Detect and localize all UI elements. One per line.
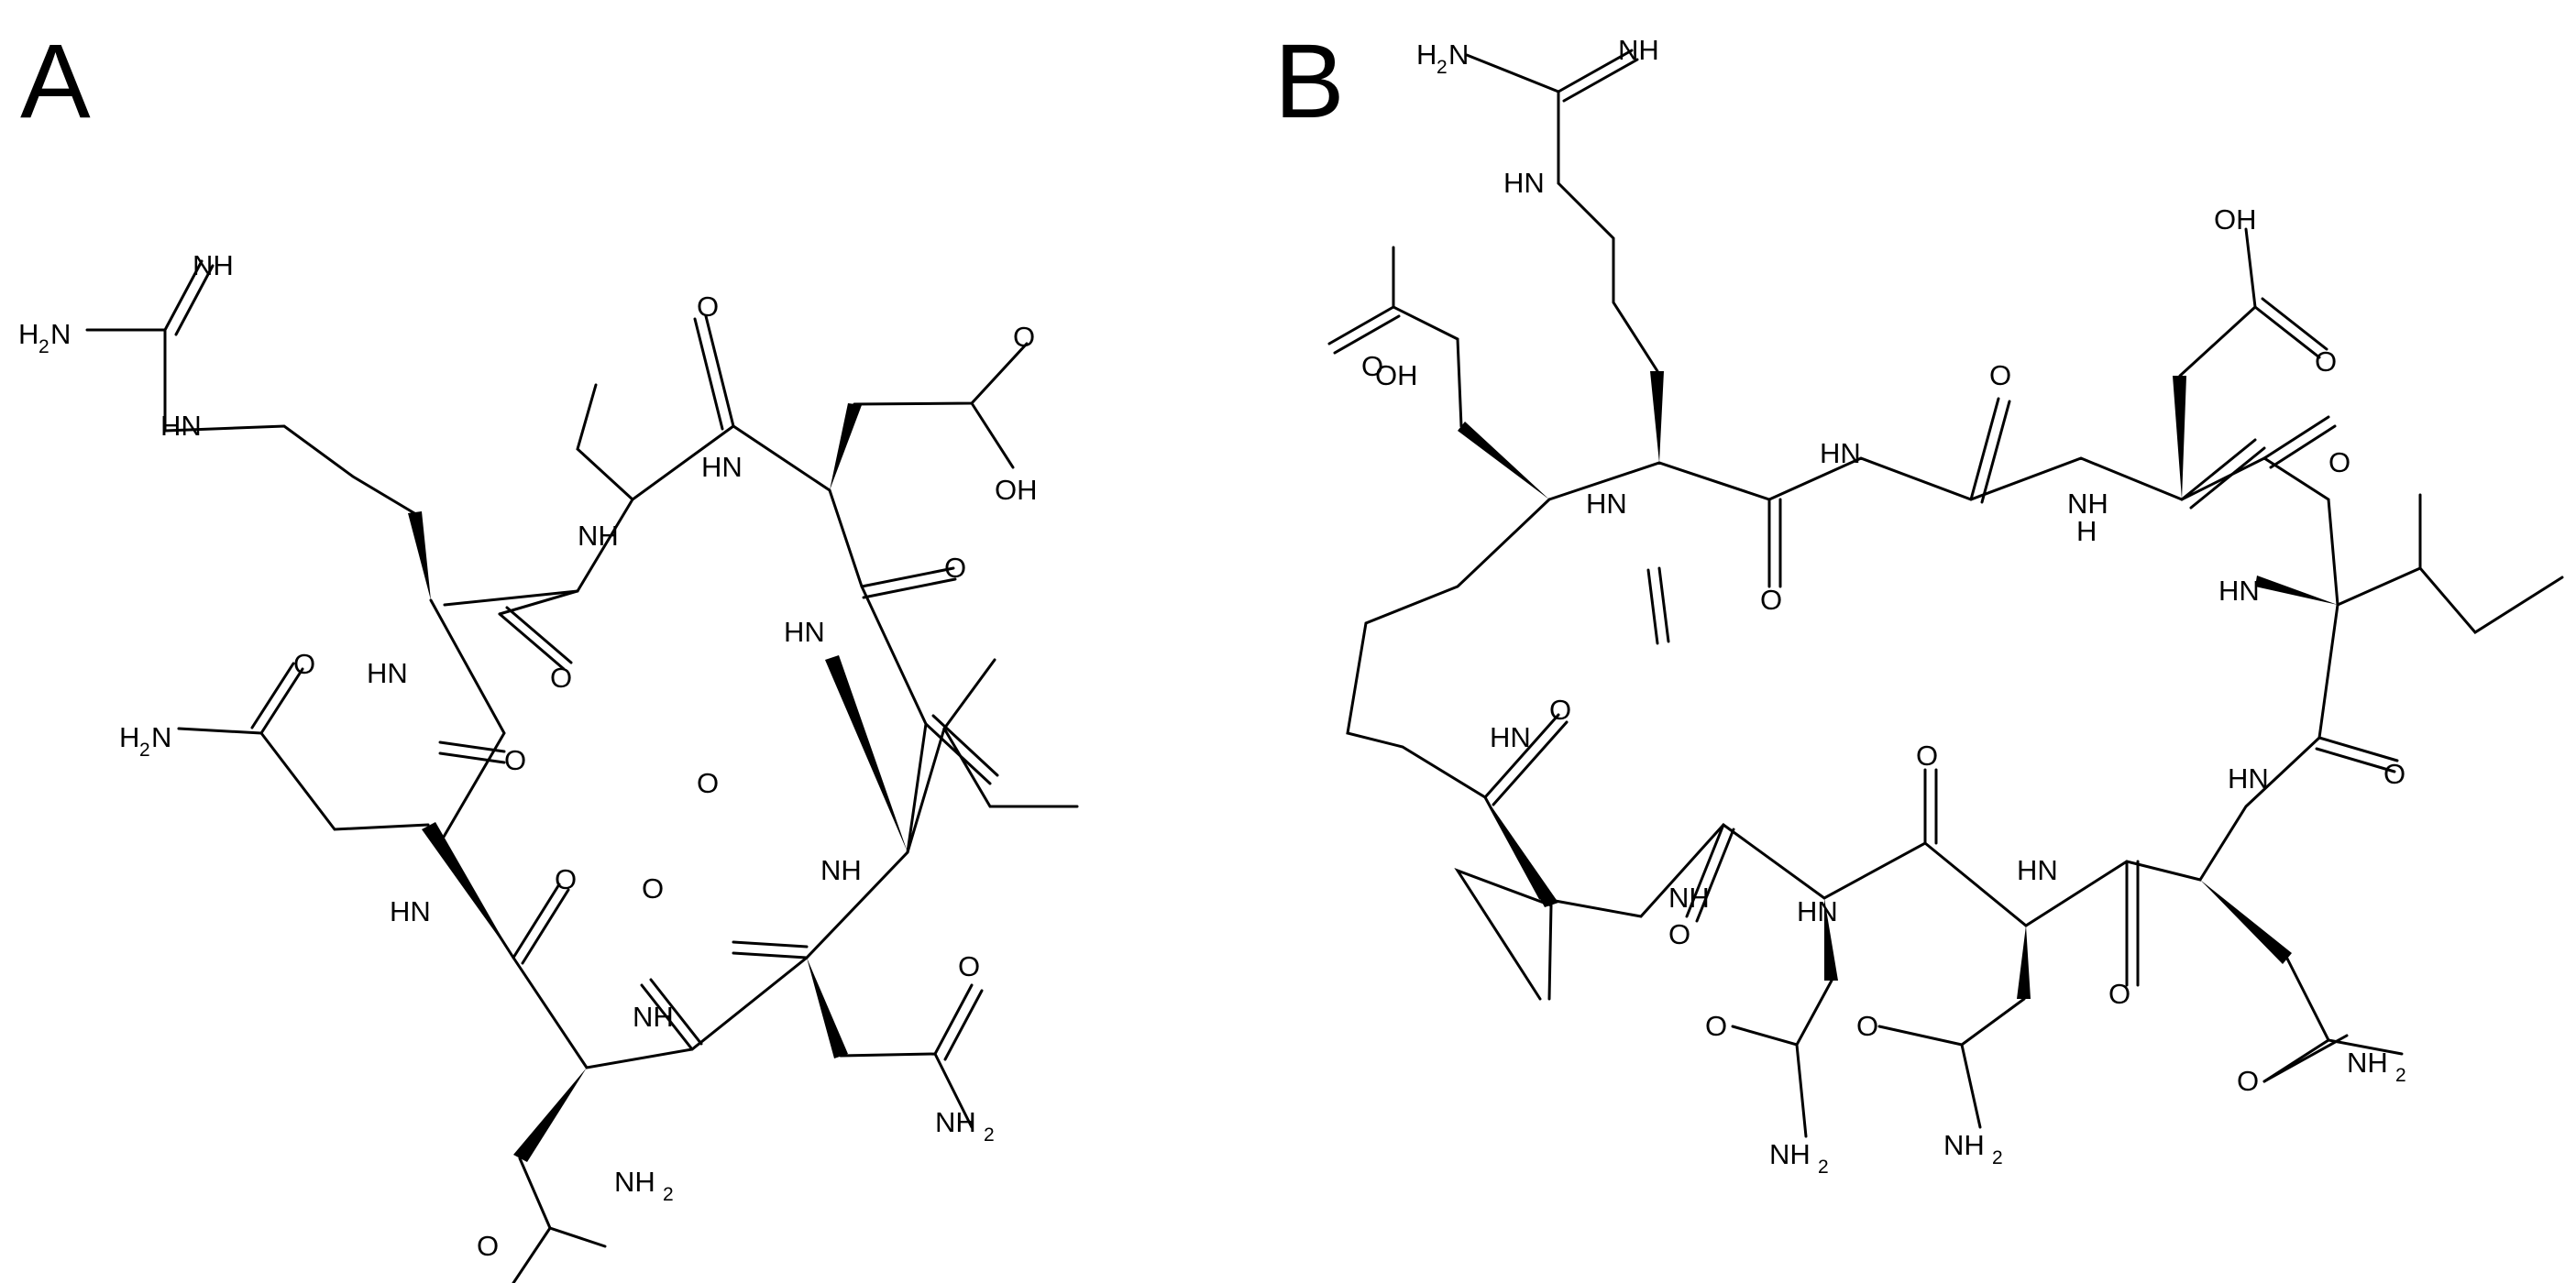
- panel-b: B: [1274, 23, 2564, 1178]
- a-guan-hn: HN: [160, 410, 202, 442]
- svg-text:2: 2: [1992, 1147, 2003, 1168]
- panel-a-label: A: [20, 23, 91, 140]
- a-asn2-o: O: [477, 1230, 499, 1262]
- a-asn2-nh2: NH: [614, 1166, 655, 1198]
- panel-a-carbonyls: [438, 314, 999, 1051]
- svg-text:2: 2: [984, 1124, 995, 1146]
- b-arg-co: O: [1760, 584, 1782, 616]
- b-asn2-nh2: NH: [1943, 1129, 1985, 1161]
- a-asn1-hn: HN: [390, 895, 431, 927]
- a-asp-hn: HN: [701, 451, 743, 483]
- svg-text:2: 2: [139, 740, 150, 761]
- panel-a-sidechains: [85, 259, 1079, 1283]
- a-imine-nh: NH: [193, 249, 234, 281]
- b-asn3-nh2: NH: [2347, 1047, 2388, 1079]
- svg-text:2: 2: [39, 336, 50, 357]
- b-asn1-o: O: [1705, 1010, 1727, 1042]
- b-asn1-hn: HN: [1797, 895, 1838, 927]
- svg-text:N: N: [151, 721, 171, 753]
- a-guan-h2n: H: [18, 318, 39, 350]
- a-asp-oh: OH: [995, 474, 1038, 506]
- b-asp-oh: OH: [2214, 203, 2257, 236]
- a-asn1-co: O: [504, 744, 526, 776]
- b-asn1-nh2: NH: [1769, 1138, 1811, 1170]
- b-asn2-co: O: [1916, 740, 1938, 772]
- b-ile-co: O: [2383, 758, 2405, 790]
- a-gly-o: O: [697, 291, 719, 323]
- b-asn2-o: O: [1856, 1010, 1878, 1042]
- a-asn3-nh2: NH: [935, 1106, 976, 1138]
- svg-text:N: N: [50, 318, 71, 350]
- panel-b-carbonyls: [1483, 397, 2399, 987]
- b-asn3-o: O: [2237, 1065, 2259, 1097]
- panel-a-atoms: NH H 2 N HN NH O HN O OH O HN O O HN O O…: [18, 249, 1038, 1262]
- b-asp-h: H: [2076, 515, 2097, 547]
- a-asn1-o: O: [293, 648, 315, 680]
- b-imine-nh: NH: [1618, 34, 1659, 66]
- a-arg-hn: HN: [367, 657, 408, 689]
- b-glu-o: O: [1361, 350, 1383, 382]
- a-asn2-nh: NH: [633, 1001, 674, 1033]
- panel-a: A: [18, 23, 1079, 1283]
- b-guan-hn: HN: [1503, 167, 1545, 199]
- a-asn1-h2n: H: [119, 721, 139, 753]
- a-asn3-o: O: [958, 950, 980, 982]
- b-asn2-hn: HN: [2017, 854, 2058, 886]
- a-arg-co: O: [550, 662, 572, 694]
- b-asn3-co: O: [2108, 978, 2130, 1010]
- b-asn3-hn: HN: [2228, 762, 2269, 795]
- svg-text:2: 2: [1437, 57, 1448, 78]
- svg-text:2: 2: [2395, 1065, 2406, 1086]
- panel-b-label: B: [1274, 23, 1345, 140]
- panel-b-sidechains: [1327, 49, 2564, 1138]
- a-asp-o: O: [1013, 321, 1035, 353]
- b-asn1-co: O: [1668, 918, 1690, 950]
- b-gly-hn: HN: [1820, 437, 1861, 469]
- a-gly-nh: NH: [578, 520, 619, 552]
- svg-text:2: 2: [663, 1184, 674, 1205]
- a-asn2-co: O: [555, 863, 577, 895]
- b-gly-o: O: [1989, 359, 2011, 391]
- b-asp-o: O: [2315, 345, 2337, 378]
- b-asp-co: O: [2328, 446, 2350, 478]
- b-val-co: O: [1549, 694, 1571, 726]
- panel-b-backbone: [1346, 456, 2339, 927]
- b-val-nh: NH: [1668, 882, 1710, 914]
- svg-text:N: N: [1448, 38, 1469, 71]
- a-ile-hn: HN: [784, 616, 825, 648]
- a-asn3-nh: NH: [820, 854, 862, 886]
- b-guan-h2n: H: [1416, 38, 1437, 71]
- a-asp-co: O: [944, 552, 966, 584]
- a-ile-co: O: [697, 767, 719, 799]
- svg-text:2: 2: [1818, 1157, 1829, 1178]
- b-asp-nh: NH: [2067, 488, 2108, 520]
- b-glu-oh: OH: [1375, 359, 1418, 391]
- panel-b-atoms: H 2 N NH HN O OH HN HN O O NH H OH O O H…: [1361, 34, 2406, 1178]
- b-arg-hn: HN: [1586, 488, 1627, 520]
- b-ile-hn: HN: [2218, 575, 2260, 607]
- a-asn3-co: O: [642, 872, 664, 905]
- b-val-hn: HN: [1490, 721, 1531, 753]
